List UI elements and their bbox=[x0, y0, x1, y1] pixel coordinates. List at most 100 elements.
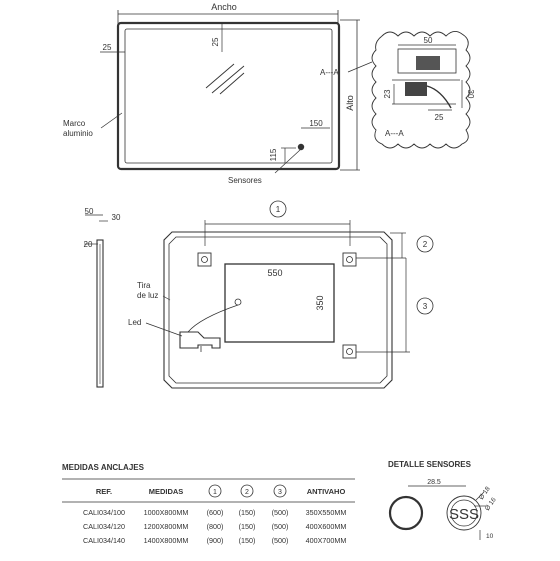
header-2: 2 bbox=[245, 489, 249, 496]
side-dim-30: 30 bbox=[112, 213, 121, 222]
anchor-top-right bbox=[342, 252, 357, 267]
header-circle-1-icon bbox=[208, 484, 222, 498]
sensor-button-inner bbox=[450, 499, 478, 527]
side-dim-20: 20 bbox=[84, 240, 93, 249]
detail-dim-30: 30 bbox=[466, 90, 475, 99]
table-row: CALI034/100 1000X800MM (600) (150) (500)… bbox=[83, 508, 346, 517]
height-label: Alto bbox=[345, 95, 355, 111]
marco-label-line1: Marco bbox=[63, 119, 86, 128]
sensor-detail-title: DETALLE SENSORES bbox=[388, 460, 472, 469]
circle-2-label: 2 bbox=[423, 240, 428, 249]
dim-150: 150 bbox=[309, 119, 323, 128]
circle-3-label: 3 bbox=[423, 302, 428, 311]
detail-cloud-outline bbox=[371, 31, 471, 149]
mirror-inner-frame bbox=[124, 28, 333, 164]
cell-medidas: 1400X800MM bbox=[144, 536, 189, 545]
cell-dim-3: (500) bbox=[272, 522, 289, 531]
detail-dim-50: 50 bbox=[424, 36, 433, 45]
back-outer-frame bbox=[163, 231, 393, 389]
circle-1-label: 1 bbox=[276, 205, 281, 214]
sensor-detail: DETALLE SENSORES 28.5 SSS Ø 18 Ø 16 10 bbox=[388, 460, 498, 540]
header-circle-2-icon bbox=[240, 484, 254, 498]
light-strip-wire bbox=[187, 304, 239, 333]
cell-medidas: 1200X800MM bbox=[144, 522, 189, 531]
sensores-leader bbox=[274, 149, 301, 174]
led-icon bbox=[234, 298, 242, 306]
cell-dim-1: (900) bbox=[207, 536, 224, 545]
reflection-mark-1 bbox=[205, 63, 235, 89]
anchors-table: MEDIDAS ANCLAJES REF. MEDIDAS 1 2 3 ANTI… bbox=[62, 463, 355, 545]
cell-dim-3: (500) bbox=[272, 508, 289, 517]
section-detail: 50 23 30 25 A---A bbox=[371, 31, 475, 149]
header-circle-3-icon bbox=[273, 484, 287, 498]
dim-350: 350 bbox=[315, 295, 325, 310]
side-dim-50: 50 bbox=[85, 207, 94, 216]
detail-dim-23: 23 bbox=[383, 89, 392, 98]
cell-dim-1: (600) bbox=[207, 508, 224, 517]
front-view: Ancho Alto 25 25 Marco aluminio A---A 15… bbox=[63, 2, 373, 185]
detail-bracket-curve bbox=[426, 85, 452, 109]
marco-leader bbox=[100, 112, 123, 129]
sensores-label: Sensores bbox=[228, 176, 262, 185]
dim-25-top: 25 bbox=[211, 37, 220, 46]
detail-bracket-fill bbox=[405, 82, 427, 96]
cell-dim-1: (800) bbox=[207, 522, 224, 531]
mirror-outer-frame bbox=[116, 21, 341, 171]
sensor-button-outer bbox=[446, 495, 482, 531]
cell-ref: CALI034/100 bbox=[83, 508, 125, 517]
anchor-bottom-right bbox=[342, 344, 357, 359]
cell-medidas: 1000X800MM bbox=[144, 508, 189, 517]
back-inner-frame bbox=[168, 236, 388, 384]
cell-dim-2: (150) bbox=[239, 508, 256, 517]
dim-25-left: 25 bbox=[103, 43, 112, 52]
circle-2-icon bbox=[416, 235, 434, 253]
dim-115: 115 bbox=[269, 148, 278, 161]
sensor-dim-d16: Ø 16 bbox=[484, 496, 498, 512]
tira-leader bbox=[162, 295, 171, 301]
header-ref: REF. bbox=[96, 487, 112, 496]
table-row: CALI034/120 1200X800MM (800) (150) (500)… bbox=[83, 522, 346, 531]
led-label: Led bbox=[128, 318, 141, 327]
circle-1-icon bbox=[269, 200, 287, 218]
antivaho-pad bbox=[224, 263, 335, 343]
cell-antivaho: 400X700MM bbox=[306, 536, 347, 545]
section-marker-front: A---A bbox=[320, 68, 339, 77]
cell-dim-2: (150) bbox=[239, 536, 256, 545]
table-header-row: REF. MEDIDAS 1 2 3 ANTIVAHO bbox=[96, 484, 346, 498]
table-row: CALI034/140 1400X800MM (900) (150) (500)… bbox=[83, 536, 346, 545]
led-leader bbox=[145, 322, 183, 337]
detail-dim-25: 25 bbox=[435, 113, 444, 122]
header-1: 1 bbox=[213, 489, 217, 496]
tira-label-line1: Tira bbox=[137, 281, 151, 290]
section-marker-detail: A---A bbox=[385, 129, 404, 138]
tira-label-line2: de luz bbox=[137, 291, 158, 300]
reflection-mark-2 bbox=[211, 65, 245, 94]
reflection-mark-3 bbox=[219, 72, 245, 95]
side-profile-outer bbox=[96, 239, 104, 388]
cell-dim-2: (150) bbox=[239, 522, 256, 531]
header-3: 3 bbox=[278, 489, 282, 496]
table-title: MEDIDAS ANCLAJES bbox=[62, 463, 145, 472]
sensor-ring-icon bbox=[388, 495, 424, 531]
dim-550: 550 bbox=[267, 268, 282, 278]
marco-label-line2: aluminio bbox=[63, 129, 93, 138]
anchor-top-left bbox=[197, 252, 212, 267]
led-driver-box bbox=[179, 331, 221, 349]
circle-3-icon bbox=[416, 297, 434, 315]
detail-profile-fill bbox=[416, 56, 440, 70]
header-antivaho: ANTIVAHO bbox=[307, 487, 346, 496]
sensor-sss-logo: SSS bbox=[449, 506, 479, 523]
cell-antivaho: 400X600MM bbox=[306, 522, 347, 531]
side-view: 50 30 20 bbox=[84, 207, 121, 388]
cell-ref: CALI034/120 bbox=[83, 522, 125, 531]
sensor-d18-leader bbox=[475, 491, 485, 501]
cell-ref: CALI034/140 bbox=[83, 536, 125, 545]
detail-profile-top bbox=[397, 48, 457, 74]
back-view: 1 2 3 550 350 bbox=[128, 200, 434, 389]
header-medidas: MEDIDAS bbox=[149, 487, 184, 496]
cell-antivaho: 350X550MM bbox=[306, 508, 347, 517]
cell-dim-3: (500) bbox=[272, 536, 289, 545]
sensor-dim-10: 10 bbox=[486, 533, 494, 540]
sensor-icon bbox=[297, 143, 305, 151]
